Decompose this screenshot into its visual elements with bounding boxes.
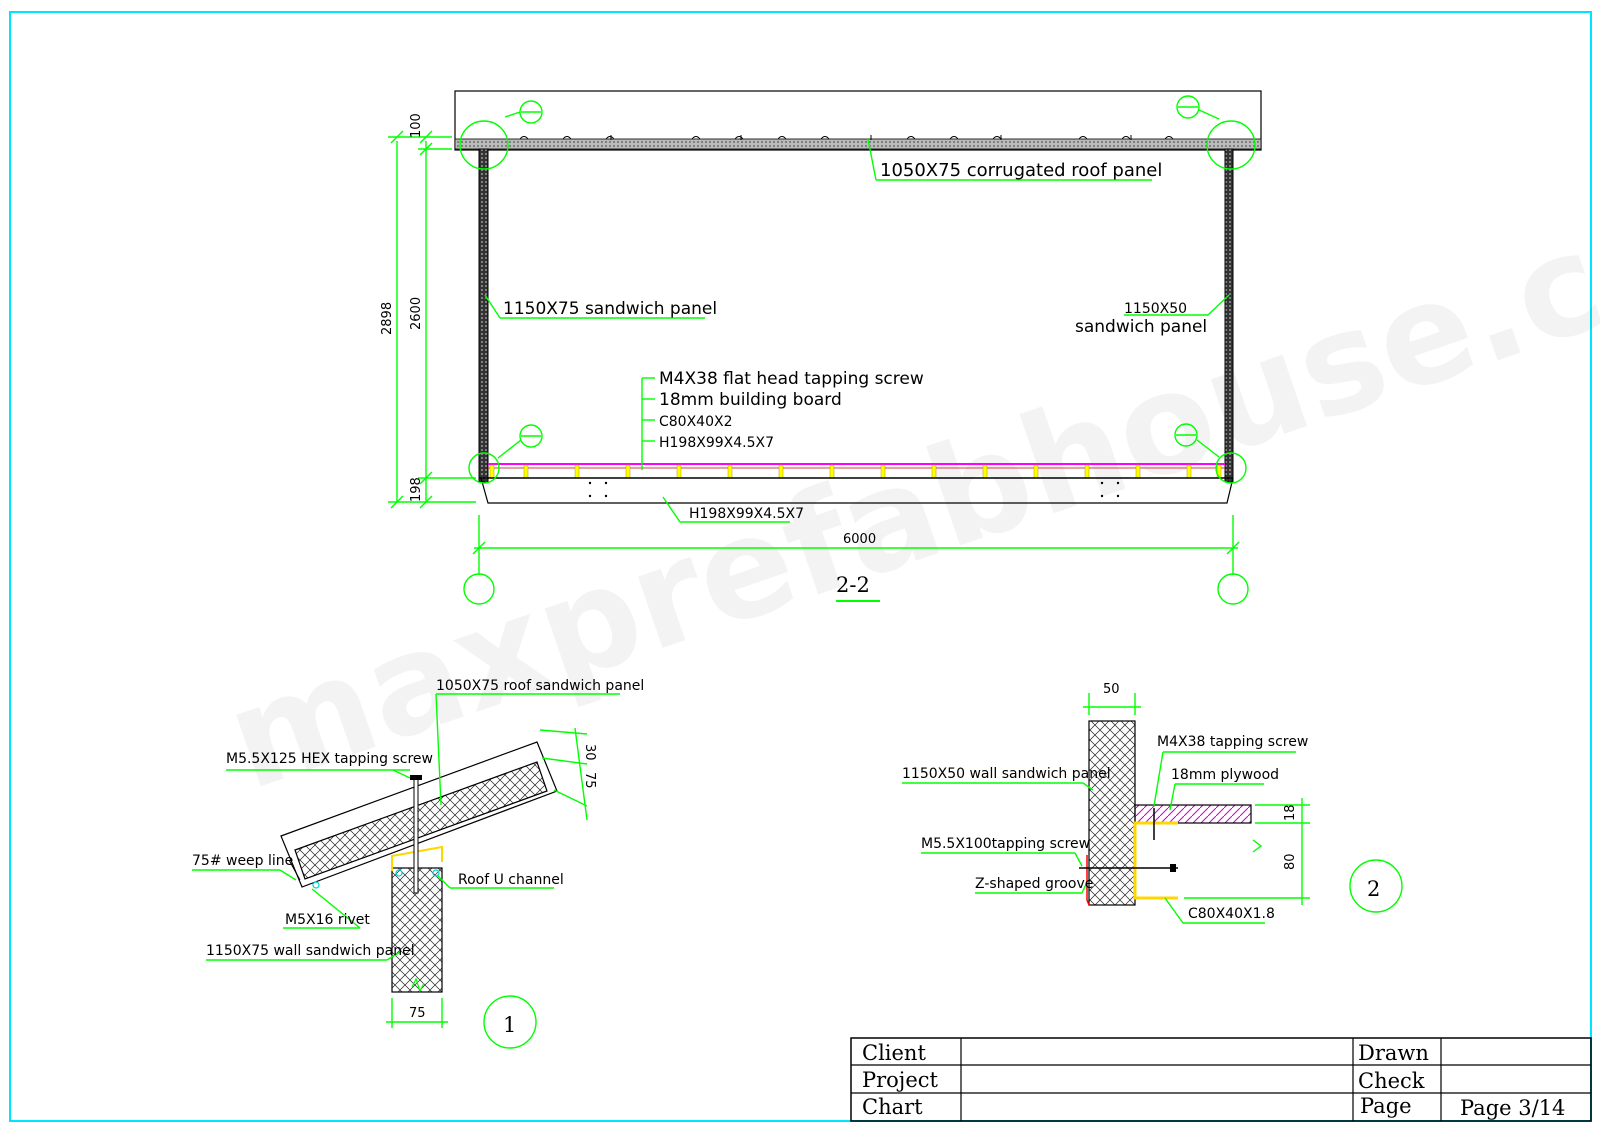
detail2-dim-18: 18 xyxy=(1283,804,1298,821)
title-chart: Chart xyxy=(862,1095,923,1119)
title-drawn: Drawn xyxy=(1358,1041,1429,1065)
base-beam xyxy=(480,477,1234,504)
detail2-c-channel xyxy=(1133,821,1178,900)
detail2-label-wall-sandwich: 1150X50 wall sandwich panel xyxy=(902,766,1111,782)
detail-2: 50 18 80 2 M4X38 tapping screw 1150X50 w… xyxy=(902,682,1403,924)
detail2-leaders xyxy=(902,751,1296,924)
label-floor-screw: M4X38 flat head tapping screw xyxy=(659,369,924,389)
left-wall-panel xyxy=(478,148,489,483)
detail2-dim-width: 50 xyxy=(1103,682,1120,697)
label-floor-beam: H198X99X4.5X7 xyxy=(659,435,774,451)
roof-panel-outline xyxy=(454,90,1262,151)
section-2-2: 100 2600 2898 198 6000 2-2 10 xyxy=(380,90,1262,605)
title-project: Project xyxy=(862,1068,939,1092)
detail2-label-channel: C80X40X1.8 xyxy=(1188,906,1275,922)
detail1-hex-screw xyxy=(413,777,419,894)
vertical-dimensions xyxy=(388,130,476,509)
watermark: maxprefabhouse.com xyxy=(208,123,1600,822)
detail1-number-circle xyxy=(483,995,537,1049)
title-client: Client xyxy=(862,1041,926,1065)
detail1-label-wall-sandwich: 1150X75 wall sandwich panel xyxy=(206,943,415,959)
detail1-dimensions xyxy=(386,727,588,1028)
dim-total: 2898 xyxy=(380,302,395,335)
title-page-label: Page xyxy=(1360,1094,1412,1118)
sheet-frame xyxy=(9,11,1592,1122)
detail2-label-groove: Z-shaped groove xyxy=(975,876,1093,892)
detail2-dimensions xyxy=(1083,693,1310,905)
detail1-leaders xyxy=(192,693,620,961)
dim-span: 6000 xyxy=(843,532,876,547)
label-right-wall-name: sandwich panel xyxy=(1075,317,1207,337)
detail2-dim-80: 80 xyxy=(1283,853,1298,870)
right-wall-panel xyxy=(1224,148,1234,483)
dim-top: 100 xyxy=(409,113,424,138)
detail-1: 30 75 75 1 1050X75 roof sandwich panel M… xyxy=(192,678,644,1049)
dim-wall: 2600 xyxy=(409,297,424,330)
detail1-dim-30: 30 xyxy=(582,744,597,761)
label-left-wall: 1150X75 sandwich panel xyxy=(503,299,717,319)
detail1-label-hex-screw: M5.5X125 HEX tapping screw xyxy=(226,751,433,767)
title-check: Check xyxy=(1358,1069,1425,1093)
detail1-number: 1 xyxy=(503,1013,516,1037)
label-roof-panel: 1050X75 corrugated roof panel xyxy=(880,160,1162,181)
label-base-beam: H198X99X4.5X7 xyxy=(689,506,804,522)
dim-base: 198 xyxy=(409,477,424,502)
detail2-plywood xyxy=(1134,804,1252,824)
detail1-dim-75: 75 xyxy=(582,772,597,789)
detail2-label-tapping-screw: M4X38 tapping screw xyxy=(1157,734,1308,750)
section-leaders xyxy=(484,138,1230,523)
detail1-label-roof-sandwich: 1050X75 roof sandwich panel xyxy=(436,678,644,694)
roof-corrugations xyxy=(519,135,1174,140)
label-floor-joist: C80X40X2 xyxy=(659,414,733,430)
label-floor-board: 18mm building board xyxy=(659,390,842,410)
span-dimension xyxy=(463,515,1249,605)
detail1-label-roof-channel: Roof U channel xyxy=(458,872,564,888)
title-page-value: Page 3/14 xyxy=(1460,1096,1565,1120)
detail1-rivet xyxy=(395,869,403,877)
corner-detail-markers xyxy=(459,95,1256,484)
detail1-roof-insulation xyxy=(294,761,548,880)
detail2-number: 2 xyxy=(1367,877,1380,901)
roof-panel-strip xyxy=(454,138,1262,150)
title-block: Client Project Chart Drawn Check Page Pa… xyxy=(850,1037,1592,1122)
detail1-dim-wall: 75 xyxy=(409,1006,426,1021)
detail2-number-circle xyxy=(1349,859,1403,913)
label-right-wall-size: 1150X50 xyxy=(1124,301,1187,317)
detail2-label-long-screw: M5.5X100tapping screw xyxy=(921,836,1090,852)
detail1-label-rivet: M5X16 rivet xyxy=(285,912,370,928)
detail2-label-plywood: 18mm plywood xyxy=(1171,767,1279,783)
detail2-wall-panel xyxy=(1088,720,1136,906)
floor-joists xyxy=(489,464,1222,479)
detail1-label-weep-line: 75# weep line xyxy=(192,853,293,869)
bolt-marks xyxy=(588,481,1120,498)
section-title: 2-2 xyxy=(836,573,870,597)
